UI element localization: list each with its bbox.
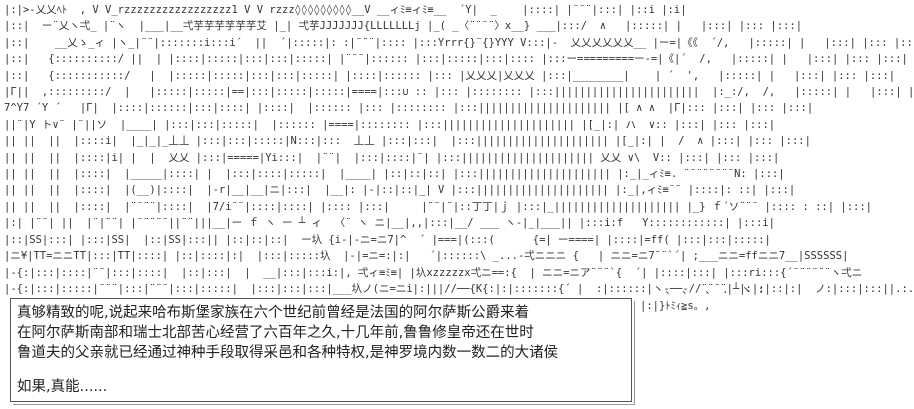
dialog-box: 真够精致的呢,说起来哈布斯堡家族在六个世纪前曾经是法国的阿尔萨斯公爵来着 在阿尔… <box>10 298 632 402</box>
dialog-shadow <box>13 301 635 405</box>
dialog-line-2: 在阿尔萨斯南部和瑞士北部苦心经营了六百年之久,十几年前,鲁鲁修皇帝还在世时 <box>17 325 534 341</box>
side-art-text: 、 、 、 . ヽ : |:|}ﾄﾐｨ≧s。, <box>640 284 765 312</box>
dialog-line-1: 真够精致的呢,说起来哈布斯堡家族在六个世纪前曾经是法国的阿尔萨斯公爵来着 <box>17 305 530 321</box>
ascii-art-text: |:|>-乂乂ﾍﾄ , V V_rzzzzzzzzzzzzzzzzz1 V V … <box>4 4 914 300</box>
ascii-art-scene: |:|>-乂乂ﾍﾄ , V V_rzzzzzzzzzzzzzzzzz1 V V … <box>4 4 914 300</box>
dialog-line-4: 如果,真能...... <box>17 379 108 395</box>
dialog-line-3: 鲁道夫的父亲就已经通过神种手段取得采邑和各种特权,是神罗境内数一数二的大诸侯 <box>17 345 559 361</box>
